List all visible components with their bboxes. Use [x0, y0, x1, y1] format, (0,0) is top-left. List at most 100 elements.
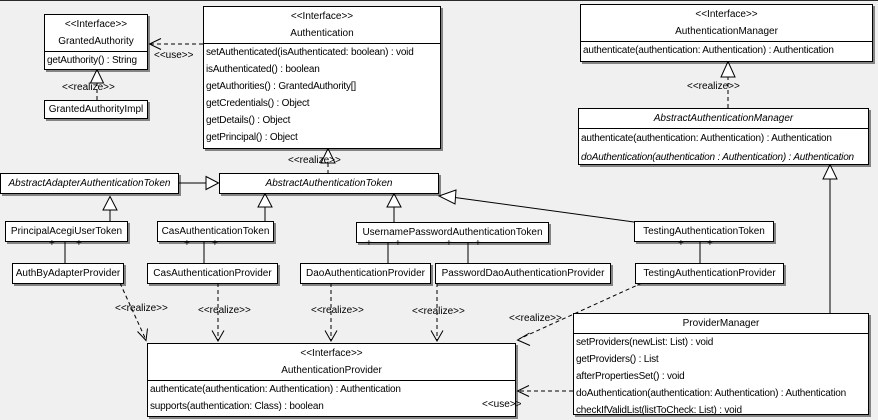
edge-use-authentication-grantedauthority [148, 38, 203, 50]
association-plus-label: + [366, 238, 372, 249]
class-abstract-adapter-authentication-token[interactable]: AbstractAdapterAuthenticationToken [0, 173, 179, 194]
realize-edge-label: <<realize>> [115, 303, 168, 314]
edge-realize-testingauthenticationprovider [516, 282, 643, 346]
class-cas-authentication-provider[interactable]: CasAuthenticationProvider [147, 263, 278, 284]
class-name: UsernamePasswordAuthenticationToken [362, 227, 543, 238]
class-title: <<Interface>> AuthenticationManager [581, 5, 872, 42]
stereotype-label: <<Interface>> [695, 9, 758, 20]
edge-gen-adapter-token [179, 175, 220, 191]
class-principal-acegi-user-token[interactable]: PrincipalAcegiUserToken [5, 221, 128, 242]
class-authentication-manager[interactable]: <<Interface>> AuthenticationManager auth… [580, 4, 873, 62]
method-label: supports(authentication: Class) : boolea… [150, 401, 324, 412]
method-label: getAuthority() : String [47, 55, 137, 66]
edge-gen-testing-token [437, 189, 635, 223]
method-label: setAuthenticated(isAuthenticated: boolea… [206, 47, 414, 58]
use-edge-label: <<use>> [482, 399, 522, 410]
association-plus-label: + [678, 238, 684, 249]
method-label: getAuthorities() : GrantedAuthority[] [206, 81, 356, 92]
method-label: getPrincipal() : Object [206, 132, 298, 143]
class-name: AuthByAdapterProvider [15, 268, 121, 279]
class-username-password-authentication-token[interactable]: UsernamePasswordAuthenticationToken [356, 222, 549, 243]
method-label: authenticate(authentication: Authenticat… [150, 384, 401, 395]
association-plus-label: + [395, 238, 401, 249]
stereotype-label: <<Interface>> [64, 19, 128, 30]
edge-gen-providermanager [822, 163, 838, 313]
class-name: CasAuthenticationProvider [153, 268, 272, 279]
class-authentication-provider[interactable]: <<Interface>> AuthenticationProvider aut… [147, 343, 516, 417]
class-abstract-authentication-manager[interactable]: AbstractAuthenticationManager authentica… [578, 108, 869, 165]
association-plus-label: + [212, 238, 218, 249]
edge-gen-cas-token [257, 192, 273, 221]
method-label: authenticate(authentication: Authenticat… [583, 45, 834, 56]
method-label: checkIfValidList(listToCheck: List) : vo… [576, 405, 742, 415]
realize-edge-label: <<realize>> [288, 155, 341, 166]
class-testing-authentication-token[interactable]: TestingAuthenticationToken [634, 221, 774, 242]
class-abstract-authentication-token[interactable]: AbstractAuthenticationToken [219, 173, 439, 194]
class-testing-authentication-provider[interactable]: TestingAuthenticationProvider [635, 263, 784, 284]
class-granted-authority[interactable]: <<Interface>> GrantedAuthority getAuthor… [44, 14, 148, 70]
class-auth-by-adapter-provider[interactable]: AuthByAdapterProvider [12, 263, 124, 284]
stereotype-label: <<Interface>> [290, 11, 354, 22]
class-name: TestingAuthenticationToken [643, 226, 765, 237]
class-title: <<Interface>> Authentication [204, 7, 440, 44]
class-name: AbstractAdapterAuthenticationToken [8, 178, 171, 189]
class-provider-manager[interactable]: ProviderManager setProviders(newList: Li… [573, 313, 869, 415]
realize-edge-label: <<realize>> [412, 306, 465, 317]
realize-edge-label: <<realize>> [509, 313, 562, 324]
class-name: GrantedAuthority [58, 36, 134, 47]
method-label: getDetails() : Object [206, 115, 291, 126]
association-plus-label: + [446, 238, 452, 249]
edge-realize-daoauthenticationprovider [324, 283, 338, 343]
method-label: doAuthentication(authentication: Authent… [576, 388, 846, 399]
edge-realize-abstractauthenticationmanager [720, 60, 736, 108]
class-name: TestingAuthenticationProvider [643, 268, 776, 279]
association-plus-label: + [184, 238, 190, 249]
edge-gen-usernamepassword-token [386, 192, 402, 222]
class-granted-authority-impl[interactable]: GrantedAuthorityImpl [44, 100, 148, 119]
method-label: setProviders(newList: List) : void [576, 337, 714, 348]
class-name: AuthenticationManager [675, 26, 778, 37]
edge-realize-casauthenticationprovider [211, 283, 225, 343]
class-name: AbstractAuthenticationToken [265, 178, 393, 189]
association-plus-label: + [76, 238, 82, 249]
realize-edge-label: <<realize>> [687, 81, 740, 92]
edge-realize-grantedauthorityimpl [89, 68, 105, 100]
class-name: CasAuthenticationToken [161, 226, 270, 237]
edge-realize-passworddaoauthenticationprovider [430, 283, 444, 343]
edge-realize-abstractauthenticationtoken [320, 147, 336, 174]
method-label: getCredentials() : Object [206, 98, 310, 109]
edge-gen-principal-token [102, 195, 118, 221]
association-plus-label: + [707, 238, 713, 249]
class-authentication[interactable]: <<Interface>> Authentication setAuthenti… [203, 6, 441, 149]
association-plus-label: + [475, 238, 481, 249]
method-label: isAuthenticated() : boolean [206, 64, 320, 75]
method-label: doAuthentication(authentication : Authen… [581, 152, 854, 163]
class-name: PasswordDaoAuthenticationProvider [441, 268, 605, 279]
class-name: AuthenticationProvider [281, 365, 382, 376]
method-label: afterPropertiesSet() : void [576, 371, 685, 382]
class-password-dao-authentication-provider[interactable]: PasswordDaoAuthenticationProvider [435, 263, 611, 284]
class-dao-authentication-provider[interactable]: DaoAuthenticationProvider [300, 263, 431, 284]
class-title: ProviderManager [574, 314, 868, 334]
class-name: AbstractAuthenticationManager [653, 113, 794, 124]
method-label: getProviders() : List [576, 354, 659, 365]
class-title: <<Interface>> AuthenticationProvider [148, 344, 515, 381]
realize-edge-label: <<realize>> [198, 305, 251, 316]
association-plus-label: + [49, 238, 55, 249]
edge-use-providermanager-authenticationprovider [516, 385, 573, 397]
method-label: authenticate(authentication: Authenticat… [581, 133, 832, 144]
class-title: AbstractAuthenticationManager [579, 109, 868, 129]
class-name: DaoAuthenticationProvider [306, 268, 425, 279]
class-name: ProviderManager [682, 318, 760, 329]
realize-edge-label: <<realize>> [62, 82, 115, 93]
realize-edge-label: <<realize>> [311, 305, 364, 316]
class-name: GrantedAuthorityImpl [48, 104, 144, 115]
edge-realize-authbyadapterprovider [119, 282, 148, 342]
class-name: PrincipalAcegiUserToken [10, 226, 123, 237]
class-cas-authentication-token[interactable]: CasAuthenticationToken [157, 221, 274, 242]
class-title: <<Interface>> GrantedAuthority [45, 15, 147, 52]
stereotype-label: <<Interface>> [300, 348, 363, 359]
use-edge-label: <<use>> [154, 50, 194, 61]
